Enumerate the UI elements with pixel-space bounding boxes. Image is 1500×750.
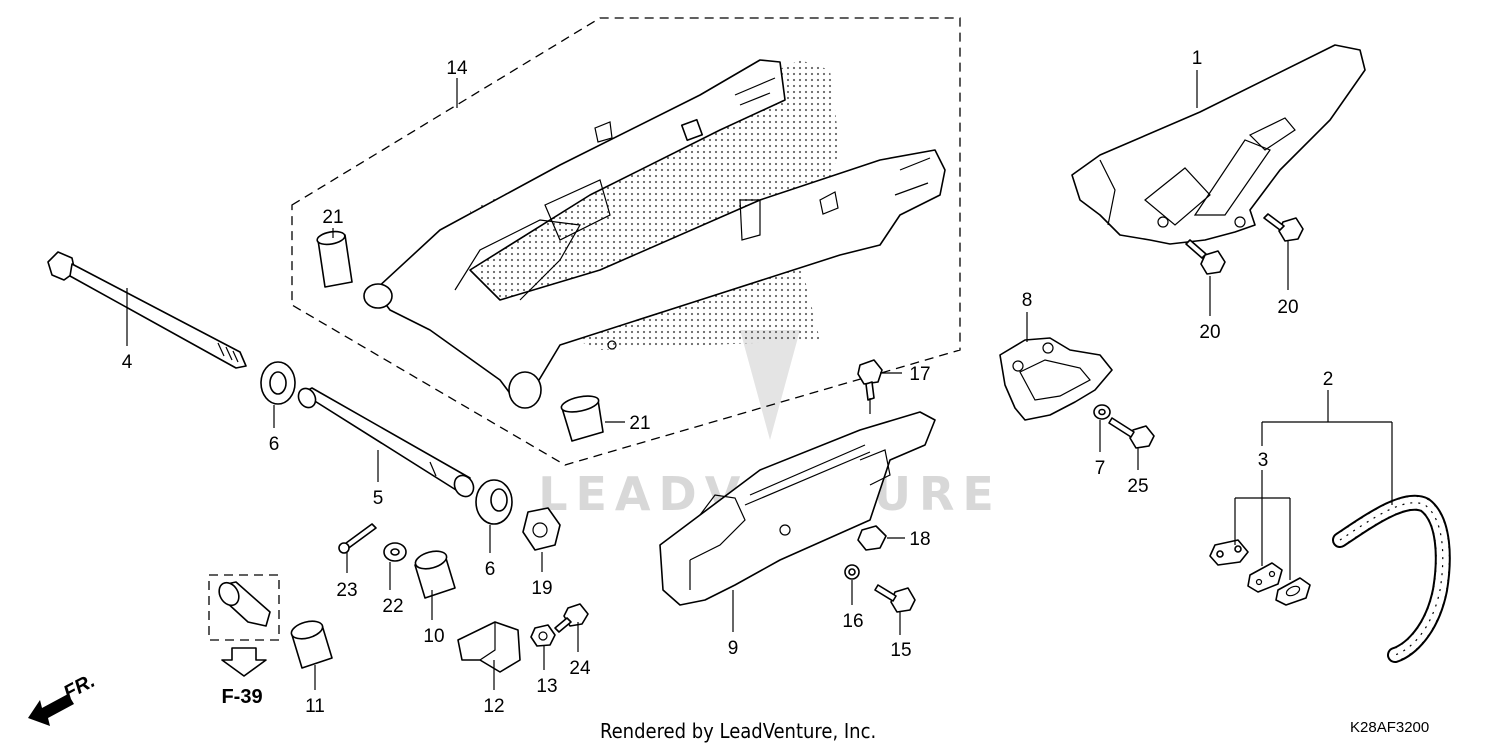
callout-21-lower: 21 — [629, 413, 650, 434]
callout-5: 5 — [373, 488, 384, 509]
bolt-20-left[interactable] — [1185, 239, 1226, 275]
drive-chain[interactable] — [1332, 494, 1451, 663]
swingarm-assembly-boundary — [291, 17, 961, 466]
master-link-oring[interactable] — [1275, 577, 1311, 606]
callout-17: 17 — [909, 364, 930, 385]
callout-20-right: 20 — [1277, 297, 1298, 318]
nut-13[interactable] — [530, 624, 556, 647]
callout-15: 15 — [890, 640, 911, 661]
nut-18[interactable] — [857, 525, 887, 551]
pivot-nut[interactable] — [522, 507, 561, 551]
callout-20-left: 20 — [1199, 322, 1220, 343]
collar-10[interactable] — [413, 548, 456, 599]
bolt-15[interactable] — [874, 584, 916, 613]
callout-7: 7 — [1095, 458, 1106, 479]
callout-23: 23 — [336, 580, 357, 601]
dust-seal-6-right[interactable] — [475, 479, 513, 525]
callout-25: 25 — [1127, 476, 1148, 497]
pivot-bolt[interactable] — [47, 251, 247, 369]
dust-seal-6-left[interactable] — [260, 361, 296, 405]
callout-8: 8 — [1022, 290, 1033, 311]
callout-13: 13 — [536, 676, 557, 697]
reference-detail-box — [208, 574, 280, 641]
master-link-plate[interactable] — [1247, 562, 1283, 593]
callout-labels: 14 21 21 4 6 5 6 19 23 22 10 11 12 13 24… — [122, 48, 1334, 717]
callout-3: 3 — [1258, 450, 1269, 471]
callout-11: 11 — [305, 696, 325, 717]
chain-guide-plate[interactable] — [999, 337, 1113, 421]
callout-19: 19 — [531, 578, 552, 599]
front-direction-arrow: FR. — [28, 670, 99, 726]
swingarm[interactable] — [363, 59, 946, 409]
bolt-24[interactable] — [554, 603, 589, 633]
chain-cover[interactable] — [1071, 44, 1366, 245]
bolt-17[interactable] — [857, 359, 883, 401]
callout-14: 14 — [446, 58, 468, 79]
washer-7[interactable] — [1093, 404, 1111, 420]
reference-label: F-39 — [221, 686, 262, 708]
bolt-20-right[interactable] — [1263, 213, 1304, 242]
callout-4: 4 — [122, 352, 133, 373]
callout-24: 24 — [569, 658, 591, 679]
pivot-collar[interactable] — [295, 385, 477, 500]
callout-22: 22 — [382, 596, 403, 617]
bracket-12[interactable] — [457, 621, 521, 673]
callout-10: 10 — [423, 626, 444, 647]
leader-lines — [126, 70, 1393, 690]
master-link-clip[interactable] — [1209, 539, 1249, 566]
callout-1: 1 — [1192, 48, 1203, 69]
callout-18: 18 — [909, 529, 930, 550]
chain-slider[interactable] — [659, 411, 936, 606]
cotter-pin[interactable] — [338, 523, 377, 554]
callout-21-upper: 21 — [322, 207, 343, 228]
bushing-21-lower[interactable] — [560, 393, 604, 442]
rendered-by-credit: Rendered by LeadVenture, Inc. — [600, 719, 876, 743]
reference-detail-part[interactable] — [215, 579, 271, 627]
callout-16: 16 — [842, 611, 863, 632]
diagram-code: K28AF3200 — [1350, 719, 1429, 736]
callout-2: 2 — [1323, 369, 1334, 390]
reference-arrow — [221, 647, 267, 677]
collar-11[interactable] — [289, 618, 333, 669]
callout-9: 9 — [728, 638, 739, 659]
washer-16[interactable] — [844, 564, 860, 580]
bushing-21-upper[interactable] — [316, 230, 353, 288]
bolt-25[interactable] — [1108, 417, 1155, 449]
callout-6-left: 6 — [269, 434, 280, 455]
callout-6-right: 6 — [485, 559, 496, 580]
washer-22[interactable] — [383, 542, 407, 562]
callout-12: 12 — [483, 696, 504, 717]
